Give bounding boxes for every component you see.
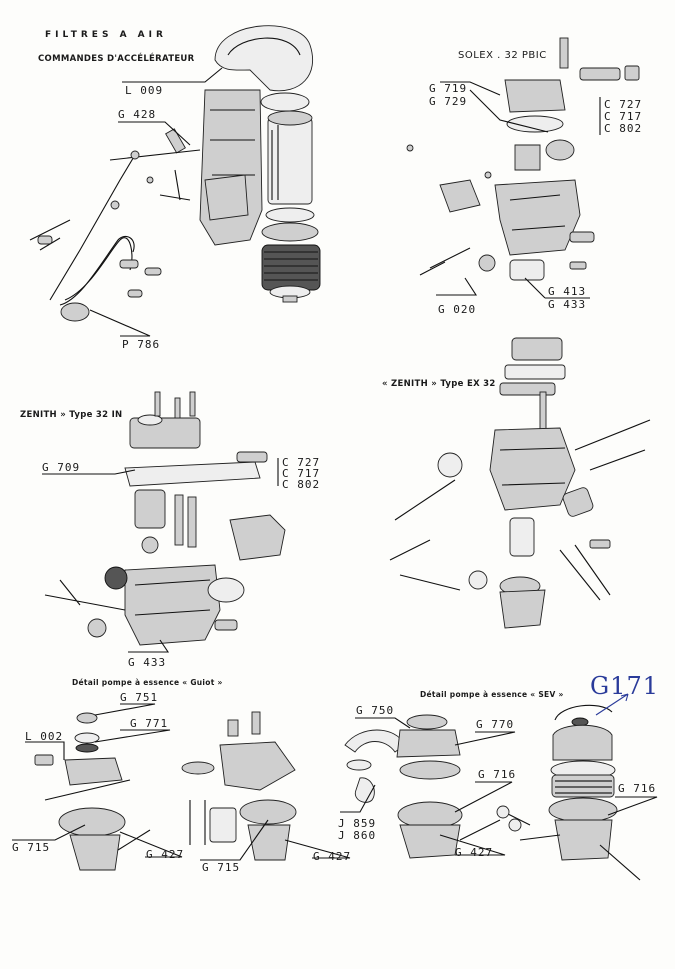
- part-label: C 727: [282, 456, 321, 469]
- sev-fuel-pump-left: [344, 714, 531, 859]
- part-label: J 859: [338, 817, 377, 830]
- part-label: G 428: [118, 108, 157, 121]
- part-label: P 786: [122, 338, 161, 351]
- part-label: G 020: [438, 303, 477, 316]
- part-label: G 716: [478, 768, 517, 781]
- part-label: G 427: [146, 848, 185, 861]
- air-filter-assembly: [165, 25, 321, 303]
- part-label: G 729: [429, 95, 468, 108]
- part-label: G 771: [130, 717, 169, 730]
- part-label: G 433: [548, 298, 587, 311]
- part-label: C 802: [282, 478, 321, 491]
- part-label: G 433: [128, 656, 167, 669]
- part-label: G 715: [202, 861, 241, 874]
- guiot-fuel-pump-right: [181, 711, 297, 861]
- header-pompe-sev: Détail pompe à essence « SEV »: [420, 690, 564, 699]
- part-label: G 719: [429, 82, 468, 95]
- part-label: G 716: [618, 782, 657, 795]
- part-label: C 717: [604, 110, 643, 123]
- sev-fuel-pump-assembled: [519, 704, 641, 881]
- part-label: G 427: [313, 850, 352, 863]
- header-zenith-32in: ZENITH » Type 32 IN: [20, 410, 123, 420]
- part-label: C 717: [282, 467, 321, 480]
- header-solex: SOLEX . 32 PBIC: [458, 50, 547, 61]
- handwritten-annotation: G171: [590, 672, 659, 700]
- part-label: L 009: [125, 84, 164, 97]
- part-label: G 751: [120, 691, 159, 704]
- header-zenith-ex32: « ZENITH » Type EX 32: [382, 379, 496, 389]
- solex-carburettor-exploded: [406, 37, 640, 281]
- part-label: L 002: [25, 730, 64, 743]
- part-label: J 860: [338, 829, 377, 842]
- header-filtres-a-air: FILTRES A AIR: [45, 30, 167, 40]
- leader-lines: [12, 67, 658, 861]
- part-label: G 427: [455, 846, 494, 859]
- part-label: G 750: [356, 704, 395, 717]
- guiot-fuel-pump-left: [34, 712, 151, 871]
- header-commandes-accelerateur: COMMANDES D'ACCÉLÉRATEUR: [38, 54, 195, 64]
- header-pompe-guiot: Détail pompe à essence « Guiot »: [72, 678, 223, 687]
- part-label: G 413: [548, 285, 587, 298]
- part-label: G 709: [42, 461, 81, 474]
- throttle-linkage: [29, 149, 201, 322]
- part-label: C 802: [604, 122, 643, 135]
- zenith-32in-carburettor-exploded: [44, 391, 286, 646]
- part-label: C 727: [604, 98, 643, 111]
- zenith-ex32-carburettor-exploded: [389, 337, 651, 629]
- part-label: G 715: [12, 841, 51, 854]
- part-label: G 770: [476, 718, 515, 731]
